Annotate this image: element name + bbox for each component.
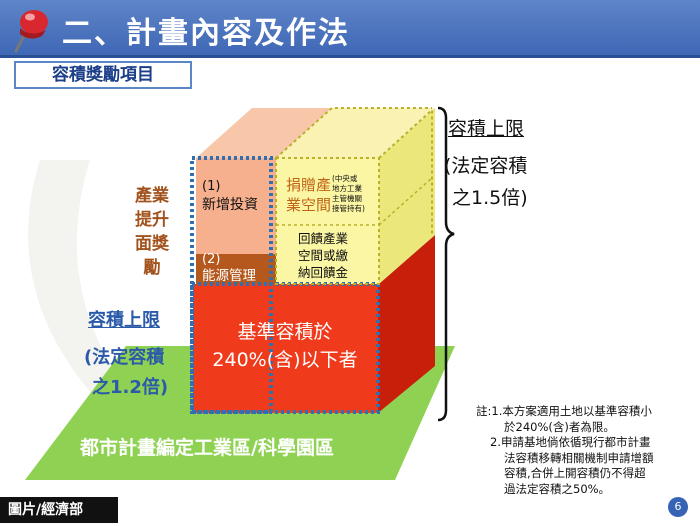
peach-block-top [196,108,332,158]
energy-block [196,254,276,284]
feedback-label: 回饋產業 空間或繳 納回饋金 [298,231,349,280]
ground-label: 都市計畫編定工業區/科學園區 [80,437,334,459]
yellow-block-top [276,108,435,158]
base-volume-label: 基準容積於 240%(含)以下者 [212,321,358,371]
footnote: 註:1.本方案適用土地以基準容積小 於240%(含)者為限。 2.申請基地倘依循… [476,404,654,496]
new-investment-label: (1) 新增投資 [202,179,258,213]
pushpin-icon [14,10,48,53]
cap-right-detail: (法定容積 之1.5倍) [444,155,528,209]
image-source-caption: 圖片/經濟部 [0,497,118,523]
yellow-block-front [276,158,379,284]
page-number: 6 [668,497,688,517]
donation-space-label: 捐贈產 業空間 [286,176,332,214]
page-title: 二、計畫內容及作法 [62,16,350,51]
base-block-front [193,284,378,413]
yellow-top-dotted [275,107,432,159]
energy-management-label: (2) 能源管理 [202,252,256,284]
background-swoosh [28,160,180,450]
industry-upgrade-label: 產業 提升 面獎 勵 [135,186,169,278]
base-block-side [378,235,435,413]
right-brace [437,106,455,422]
donation-note-label: (中央或 地方工業 主管機關 接管持有) [332,174,365,213]
base-dotted-outline [190,282,380,414]
cap-right-title: 容積上限 [448,118,525,140]
title-banner [0,0,700,58]
cap-left-title: 容積上限 [88,310,160,331]
section-label: 容積獎勵項目 [14,61,192,89]
yellow-block-side [379,108,435,284]
peach-block-front [196,158,276,254]
cap-left-detail: (法定容積 之1.2倍) [84,347,169,398]
